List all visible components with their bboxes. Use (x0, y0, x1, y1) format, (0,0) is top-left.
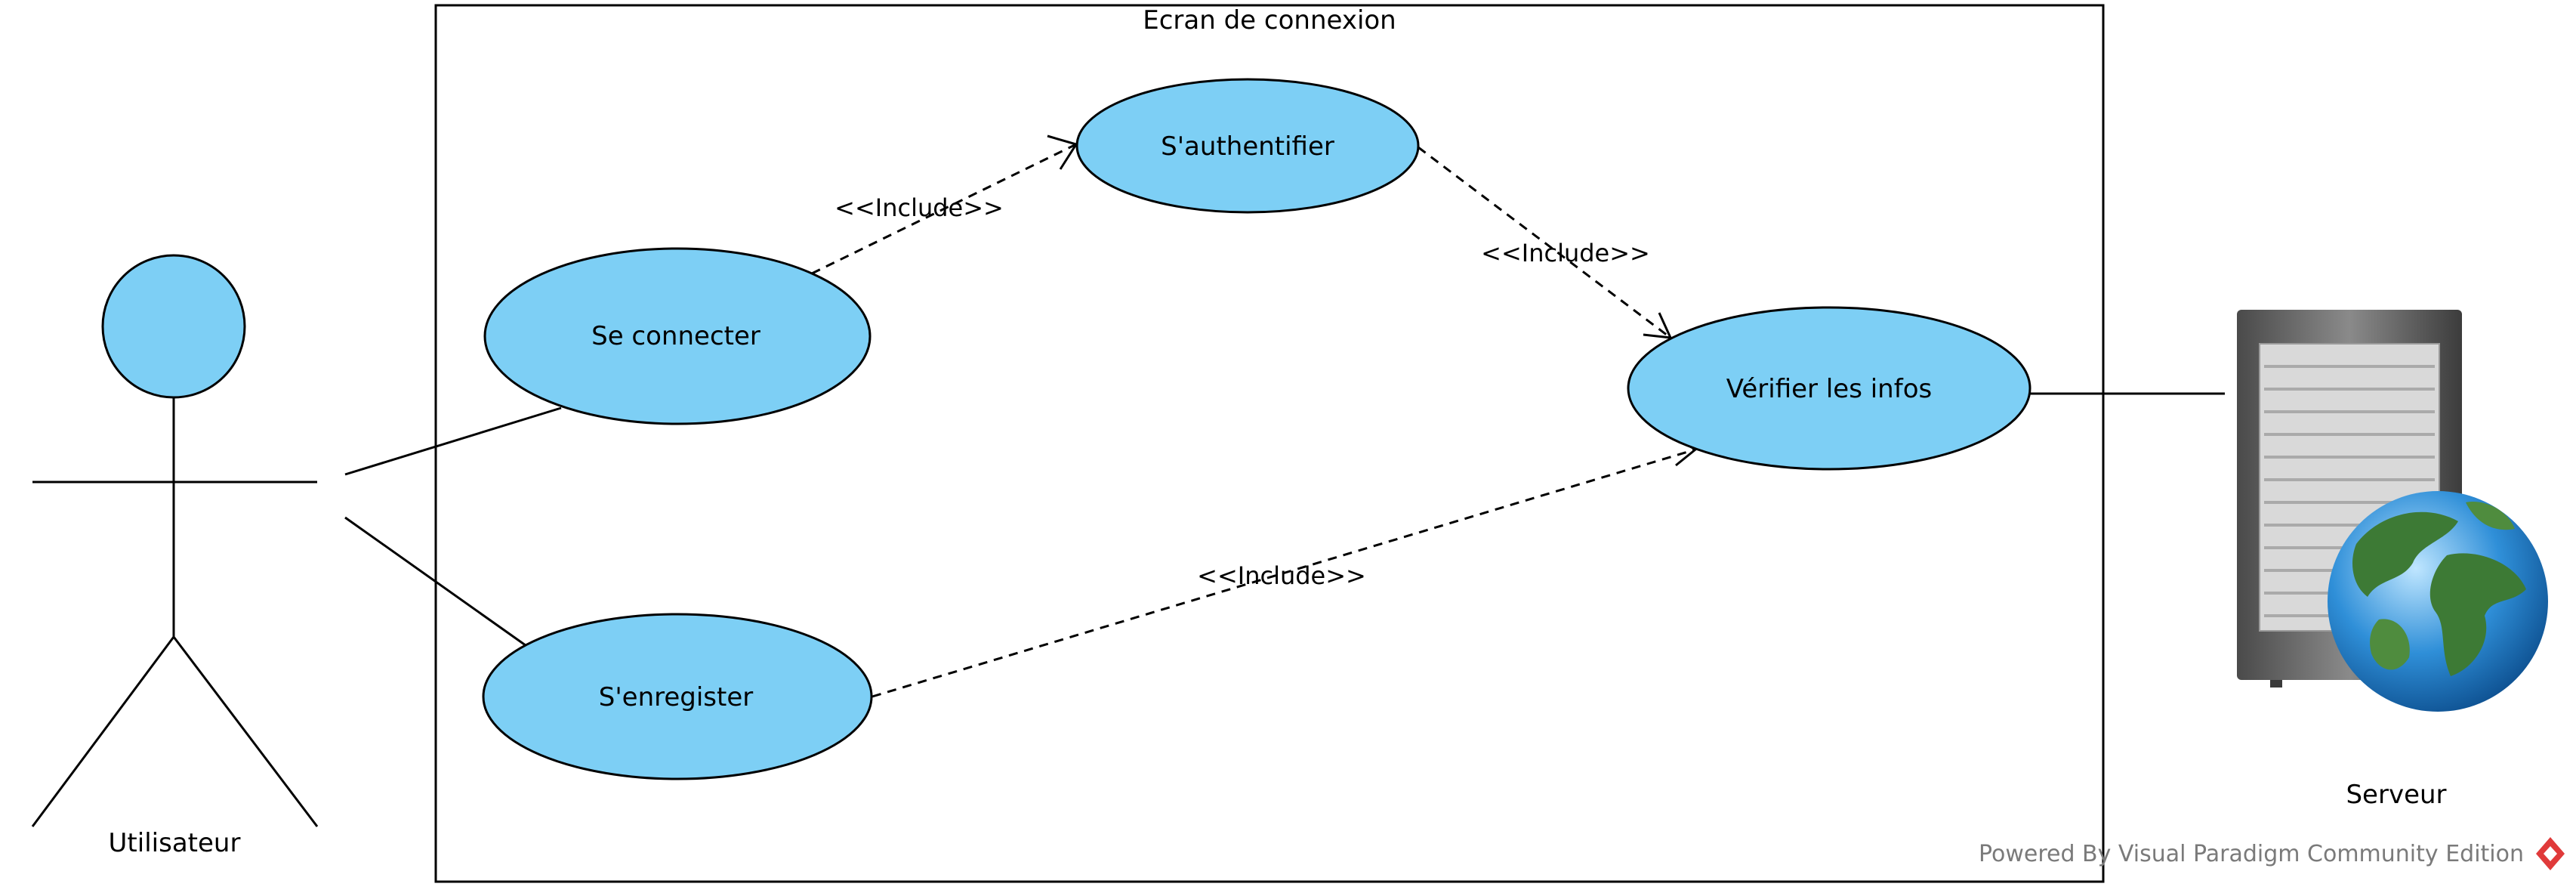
include-label: <<Include>> (1481, 239, 1650, 267)
use-case-label: S'enregister (599, 682, 754, 712)
include-label: <<Include>> (835, 193, 1004, 222)
use-case-sauthentifier[interactable]: S'authentifier (1075, 78, 1420, 214)
watermark: Powered By Visual Paradigm Community Edi… (1979, 837, 2565, 870)
include-connect-authenticate[interactable]: <<Include>> (811, 134, 1078, 275)
arrowhead (1643, 312, 1673, 339)
actor-left-leg (31, 636, 175, 827)
include-label: <<Include>> (1197, 561, 1366, 590)
actor-utilisateur[interactable]: Utilisateur (31, 254, 319, 858)
use-case-label: S'authentifier (1161, 131, 1334, 162)
system-boundary: Ecran de connexion (434, 4, 2105, 883)
use-case-label: Se connecter (591, 321, 760, 351)
actor-label-utilisateur: Utilisateur (109, 828, 241, 858)
actor-label-serveur: Serveur (2346, 780, 2446, 810)
association-user-connect[interactable] (344, 406, 562, 476)
use-case-label: Vérifier les infos (1726, 374, 1932, 404)
use-case-se-connecter[interactable]: Se connecter (483, 247, 872, 425)
actor-head (101, 254, 246, 399)
include-authenticate-verify[interactable]: <<Include>> (1418, 146, 1673, 339)
use-case-verifier-les-infos[interactable]: Vérifier les infos (1627, 306, 2031, 471)
watermark-text: Powered By Visual Paradigm Community Edi… (1979, 841, 2524, 867)
actor-right-leg (172, 636, 319, 827)
association-user-register[interactable] (344, 516, 529, 649)
include-register-verify[interactable]: <<Include>> (872, 434, 1698, 698)
use-case-senregister[interactable]: S'enregister (482, 613, 873, 780)
arrowhead (1047, 134, 1078, 170)
visual-paradigm-logo-icon (2536, 837, 2565, 870)
server-globe-icon (2237, 310, 2548, 712)
system-boundary-title: Ecran de connexion (1143, 5, 1396, 36)
actor-serveur[interactable]: Serveur (2237, 310, 2548, 810)
